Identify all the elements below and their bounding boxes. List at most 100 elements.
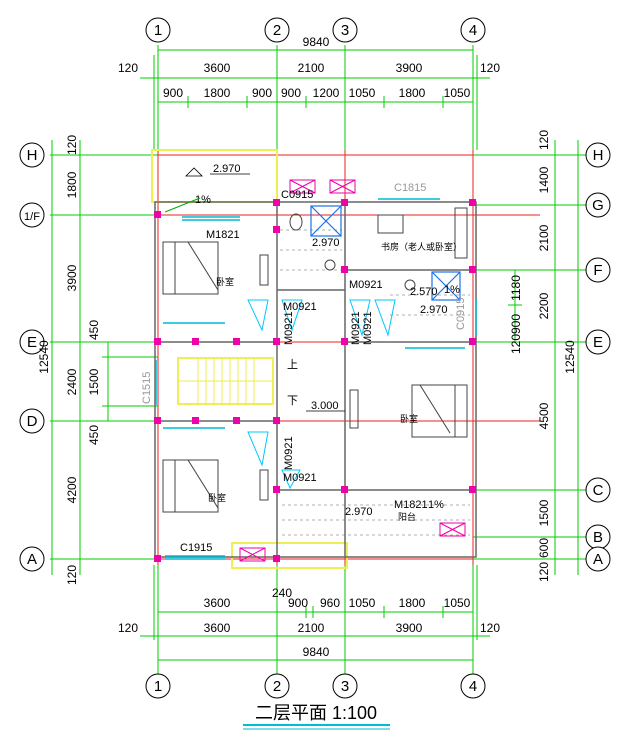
axis-right-c: C bbox=[593, 482, 604, 499]
label-c1515: C1515 bbox=[141, 372, 153, 404]
dim-right-inner-3: 120 bbox=[509, 334, 523, 354]
dimension-text-bottom: 3600 900 960 1050 1800 1050 240 120 3600… bbox=[118, 586, 500, 659]
dim-top3-7: 1800 bbox=[399, 86, 426, 100]
dim-top3-8: 1050 bbox=[444, 86, 471, 100]
dim-right-inner-2: 900 bbox=[509, 314, 523, 334]
dim-right-6: 1500 bbox=[537, 499, 551, 526]
dim-bot1-1: 3600 bbox=[204, 596, 231, 610]
label-m0921-c: M0921 bbox=[283, 472, 317, 484]
dim-left-inner-2: 1500 bbox=[87, 368, 101, 395]
dim-left-5: 4200 bbox=[65, 476, 79, 503]
dim-left-3: 3900 bbox=[65, 264, 79, 291]
dim-bot2-3: 2100 bbox=[298, 621, 325, 635]
dim-bot2-1: 120 bbox=[118, 621, 138, 635]
dimension-text-right: 120 1400 2100 2200 4500 1500 600 120 125… bbox=[509, 130, 577, 582]
shafts bbox=[310, 205, 461, 301]
dim-top2-2: 3600 bbox=[204, 61, 231, 75]
dim-top3-4: 900 bbox=[281, 86, 301, 100]
axis-left-d: D bbox=[27, 413, 38, 430]
dim-right-1: 120 bbox=[537, 130, 551, 150]
axis-left-1f: 1/F bbox=[24, 211, 40, 223]
dim-right-3: 2100 bbox=[537, 224, 551, 251]
dim-left-inner-3: 450 bbox=[87, 425, 101, 445]
elev-wc: 2.970 bbox=[312, 237, 340, 249]
dim-top2-4: 3900 bbox=[396, 61, 423, 75]
dim-top3-5: 1200 bbox=[313, 86, 340, 100]
dim-bot1-6: 1050 bbox=[444, 596, 471, 610]
axis-bottom-4: 4 bbox=[469, 678, 477, 695]
axis-right-e: E bbox=[593, 334, 603, 351]
stair-steps bbox=[178, 358, 273, 404]
axis-bottom-1: 1 bbox=[154, 678, 162, 695]
opening-labels: C0915 C1815 C0915 C1515 C1915 M1821 M182… bbox=[141, 182, 467, 554]
dimension-text-left: 120 1800 3900 2400 4200 120 12540 450 15… bbox=[37, 135, 101, 585]
label-bedroom-1: 卧室 bbox=[216, 276, 234, 287]
dim-top3-2: 1800 bbox=[204, 86, 231, 100]
elev-top: 2.970 bbox=[213, 163, 241, 175]
label-m0921-e: M0921 bbox=[350, 311, 362, 345]
label-m1821-a: M1821 bbox=[206, 229, 240, 241]
axis-top-4: 4 bbox=[469, 22, 477, 39]
axis-bubbles bbox=[19, 17, 611, 699]
slope-balcony: 1% bbox=[428, 499, 444, 511]
elev-f2: 2.970 bbox=[420, 304, 448, 316]
dimension-text-top: 9840 120 3600 2100 3900 120 900 1800 900… bbox=[118, 35, 500, 100]
label-m0921-g: M0921 bbox=[283, 436, 295, 470]
vent-boxes bbox=[239, 179, 466, 562]
label-stair-up: 上 bbox=[287, 358, 298, 371]
dim-left-4: 2400 bbox=[65, 368, 79, 395]
elev-stair: 3.000 bbox=[311, 400, 339, 412]
drawing-title: 二层平面 1:100 bbox=[255, 703, 377, 723]
axis-right-f: F bbox=[593, 262, 602, 279]
dim-top2-3: 2100 bbox=[298, 61, 325, 75]
dim-left-2: 1800 bbox=[65, 171, 79, 198]
axis-right-h: H bbox=[593, 147, 604, 164]
dim-bot1-2: 900 bbox=[288, 596, 308, 610]
dim-bot1-3: 960 bbox=[320, 596, 340, 610]
dim-left-1: 120 bbox=[65, 135, 79, 155]
label-m0921-f: M0921 bbox=[362, 311, 374, 345]
axis-left-e: E bbox=[27, 334, 37, 351]
axis-lines bbox=[100, 150, 540, 565]
label-m1821-b: M1821 bbox=[394, 499, 428, 511]
walls bbox=[154, 201, 477, 558]
axis-bubble-labels: 1 2 3 4 1 2 3 4 H 1/F E D A H G F E C B … bbox=[24, 22, 604, 695]
axis-left-a: A bbox=[27, 551, 37, 568]
label-m0921-d: M0921 bbox=[283, 311, 295, 345]
dim-right-total: 12540 bbox=[563, 340, 577, 374]
label-c0915-right: C0915 bbox=[455, 298, 467, 330]
dim-bot2-4: 3900 bbox=[396, 621, 423, 635]
dim-right-7: 600 bbox=[537, 538, 551, 558]
label-study: 书房（老人或卧室） bbox=[381, 241, 462, 252]
dim-left-total: 12540 bbox=[37, 340, 51, 374]
dim-right-5: 4500 bbox=[537, 402, 551, 429]
dim-total-bottom: 9840 bbox=[303, 645, 330, 659]
dim-bot1-5: 1800 bbox=[399, 596, 426, 610]
dim-left-6: 120 bbox=[65, 565, 79, 585]
label-balcony: 阳台 bbox=[398, 511, 416, 522]
dim-bot1-4: 1050 bbox=[349, 596, 376, 610]
axis-right-g: G bbox=[592, 197, 604, 214]
axis-top-3: 3 bbox=[341, 22, 349, 39]
axis-bottom-3: 3 bbox=[341, 678, 349, 695]
dim-bot-extra: 240 bbox=[272, 586, 292, 600]
dim-bot2-2: 3600 bbox=[204, 621, 231, 635]
axis-left-h: H bbox=[27, 147, 38, 164]
dim-top2-1: 120 bbox=[118, 61, 138, 75]
dim-top2-5: 120 bbox=[480, 61, 500, 75]
elevation-marks: 2.970 1% 2.970 2.570 2.970 3.000 2.970 1… bbox=[164, 163, 460, 518]
windows bbox=[155, 198, 477, 560]
dim-right-inner-1: 1180 bbox=[509, 275, 523, 301]
label-m0921-a: M0921 bbox=[283, 301, 317, 313]
label-c1915: C1915 bbox=[180, 542, 212, 554]
label-c1815: C1815 bbox=[394, 182, 426, 194]
label-c0915-top: C0915 bbox=[281, 189, 313, 201]
label-bedroom-3: 卧室 bbox=[400, 413, 418, 424]
dim-right-2: 1400 bbox=[537, 166, 551, 193]
elev-balcony: 2.970 bbox=[345, 506, 373, 518]
elev-f: 2.570 bbox=[410, 286, 438, 298]
dim-top3-6: 1050 bbox=[349, 86, 376, 100]
dim-bot2-5: 120 bbox=[480, 621, 500, 635]
dim-right-4: 2200 bbox=[537, 292, 551, 319]
slope-top: 1% bbox=[195, 194, 211, 206]
